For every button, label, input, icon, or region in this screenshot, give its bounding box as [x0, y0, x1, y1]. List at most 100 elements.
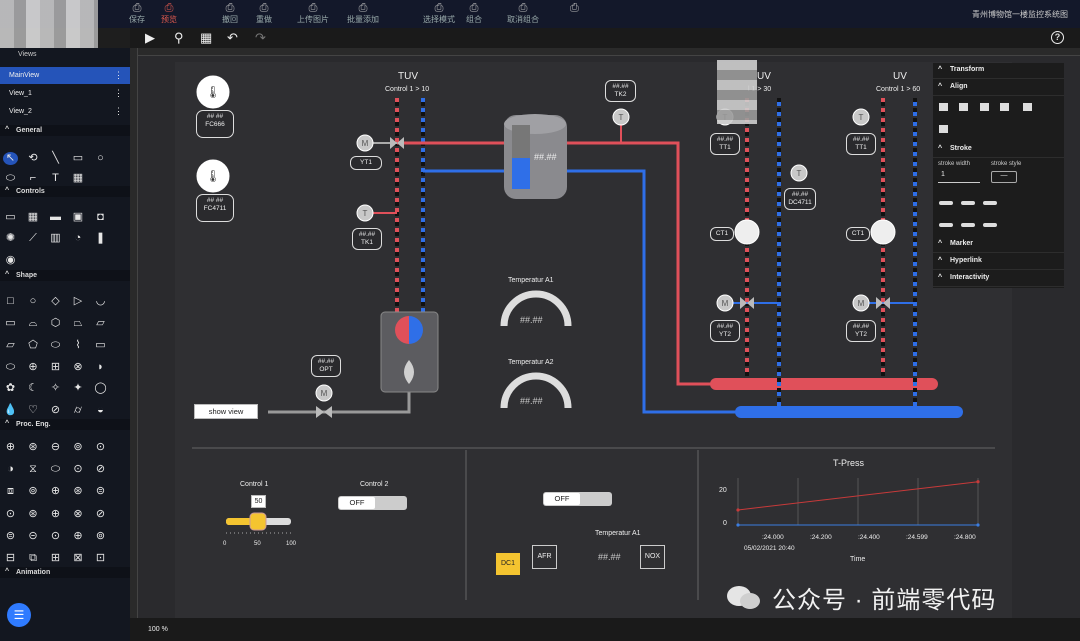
- toolbar-button-0[interactable]: ⎙保存: [129, 2, 145, 25]
- ct1-fan-icon[interactable]: [870, 219, 896, 245]
- shape-tool-icon[interactable]: ⊘: [50, 404, 61, 416]
- yt2-tag[interactable]: ##.##YT2: [710, 320, 740, 342]
- view-item-view1[interactable]: View_1⋮: [0, 85, 130, 102]
- shape-tool-icon[interactable]: ⊛: [28, 508, 38, 520]
- help-icon[interactable]: ?: [1051, 31, 1064, 44]
- shape-tool-icon[interactable]: ⊗: [73, 508, 83, 520]
- align-icon[interactable]: [959, 103, 968, 111]
- dc1-button[interactable]: DC1: [496, 553, 520, 575]
- shape-tool-icon[interactable]: ✦: [73, 382, 83, 394]
- stroke-cap-icon[interactable]: [961, 223, 975, 227]
- more-icon[interactable]: ⋮: [114, 88, 123, 98]
- shape-tool-icon[interactable]: ⌭: [74, 404, 82, 416]
- shape-tool-icon[interactable]: ◔: [74, 232, 82, 244]
- stroke-cap-icon[interactable]: [983, 223, 997, 227]
- shape-tool-icon[interactable]: ⬡: [50, 317, 61, 329]
- shape-tool-icon[interactable]: ▭: [95, 339, 106, 351]
- shape-tool-icon[interactable]: ⏥: [96, 317, 105, 329]
- shape-tool-icon[interactable]: ◉: [5, 254, 16, 266]
- ct1-tag[interactable]: CT1: [710, 227, 734, 241]
- stroke-cap-icon[interactable]: [983, 201, 997, 205]
- toolbar-button-5[interactable]: ⎙批量添加: [347, 2, 379, 25]
- align-icon[interactable]: [980, 103, 989, 111]
- shape-tool-icon[interactable]: ◘: [97, 211, 104, 223]
- shape-tool-icon[interactable]: ⬠: [28, 339, 38, 351]
- shape-tool-icon[interactable]: ⌇: [75, 339, 81, 351]
- shape-tool-icon[interactable]: ⬭: [50, 463, 61, 475]
- shape-tool-icon[interactable]: ⧉: [29, 552, 37, 564]
- shape-tool-icon[interactable]: ⟋: [29, 232, 37, 244]
- shape-tool-icon[interactable]: ⧈: [7, 485, 14, 497]
- toolbar-button-2[interactable]: ⎙撤回: [222, 2, 238, 25]
- dc4711-tag[interactable]: ##.##DC4711: [784, 188, 816, 210]
- middle-toggle[interactable]: OFF: [543, 492, 612, 506]
- stroke-cap-icon[interactable]: [961, 201, 975, 205]
- shape-tool-icon[interactable]: ⊕: [73, 530, 83, 542]
- ct1-fan-icon[interactable]: [734, 219, 760, 245]
- control2-toggle[interactable]: OFF: [338, 496, 407, 510]
- shape-tool-icon[interactable]: ◑: [7, 463, 14, 475]
- shape-tool-icon[interactable]: ⊛: [73, 485, 83, 497]
- shape-tool-icon[interactable]: ♡: [28, 404, 38, 416]
- toolbar-button-4[interactable]: ⎙上传图片: [297, 2, 329, 25]
- tt1-tag[interactable]: ##.##TT1: [846, 133, 876, 155]
- shape-tool-icon[interactable]: ⬭: [5, 172, 16, 184]
- shape-tool-icon[interactable]: ⊙: [5, 508, 16, 520]
- shape-tool-icon[interactable]: ⌓: [28, 317, 38, 329]
- tk1-sensor-icon[interactable]: [356, 204, 374, 222]
- shape-tool-icon[interactable]: ⊙: [50, 530, 61, 542]
- shape-tool-icon[interactable]: ▣: [72, 211, 84, 223]
- section-animation[interactable]: ^Animation: [0, 567, 130, 578]
- shape-tool-icon[interactable]: ❚: [95, 232, 106, 244]
- shape-tool-icon[interactable]: ⊗: [73, 361, 83, 373]
- fc4711-icon[interactable]: [196, 159, 230, 193]
- tk2-tag[interactable]: ##.##TK2: [605, 80, 636, 102]
- redo-icon[interactable]: ↷: [255, 30, 266, 45]
- shape-tool-icon[interactable]: ⊚: [95, 530, 106, 542]
- tk1-tag[interactable]: ##.##TK1: [352, 228, 382, 250]
- play-icon[interactable]: ▶: [145, 30, 155, 45]
- nox-button[interactable]: NOX: [640, 545, 665, 569]
- shape-tool-icon[interactable]: ⊝: [28, 530, 38, 542]
- section-shape[interactable]: ^Shape: [0, 270, 130, 281]
- opt-motor-icon[interactable]: [315, 384, 333, 402]
- shape-tool-icon[interactable]: ⏢: [73, 317, 83, 329]
- section-controls[interactable]: ^Controls: [0, 186, 130, 197]
- shape-tool-icon[interactable]: ▦: [27, 211, 39, 223]
- fc666-tag[interactable]: ## ##FC666: [196, 110, 234, 138]
- toolbar-button-8[interactable]: ⎙取消组合: [507, 2, 539, 25]
- shape-tool-icon[interactable]: ▱: [6, 339, 15, 351]
- more-icon[interactable]: ⋮: [114, 106, 123, 116]
- shape-tool-icon[interactable]: ⊟: [5, 552, 16, 564]
- shape-tool-icon[interactable]: ◗: [97, 361, 104, 373]
- dc4711-sensor-icon[interactable]: [790, 164, 808, 182]
- shape-tool-icon[interactable]: ⊞: [50, 361, 61, 373]
- grid-icon[interactable]: ▦: [200, 30, 213, 45]
- panel-transform[interactable]: ^Transform: [933, 63, 1064, 79]
- stroke-cap-icon[interactable]: [939, 223, 953, 227]
- menu-fab-icon[interactable]: ☰: [7, 603, 31, 627]
- shape-tool-icon[interactable]: ⟲: [28, 152, 38, 164]
- shape-tool-icon[interactable]: ⊙: [95, 441, 106, 453]
- zoom-icon[interactable]: ⚲: [174, 30, 184, 45]
- yt1-tag[interactable]: YT1: [350, 156, 382, 170]
- shape-tool-icon[interactable]: ⧖: [29, 463, 37, 475]
- shape-tool-icon[interactable]: ⊜: [5, 530, 16, 542]
- view-item-mainview[interactable]: MainView⋮: [0, 67, 130, 84]
- align-icon[interactable]: [939, 103, 948, 111]
- shape-tool-icon[interactable]: ╲: [52, 152, 59, 164]
- shape-tool-icon[interactable]: ⬭: [5, 361, 16, 373]
- fc666-icon[interactable]: [196, 75, 230, 109]
- yt1-motor-icon[interactable]: [356, 134, 374, 152]
- shape-tool-icon[interactable]: ⊚: [73, 441, 83, 453]
- shape-tool-icon[interactable]: ☾: [28, 382, 38, 394]
- shape-tool-icon[interactable]: ⌐: [29, 172, 37, 184]
- tk2-sensor-icon[interactable]: [612, 108, 630, 126]
- shape-tool-icon[interactable]: ✿: [5, 382, 16, 394]
- toolbar-button-9[interactable]: ⎙: [570, 2, 579, 14]
- panel-marker[interactable]: ^Marker: [933, 237, 1064, 253]
- shape-tool-icon[interactable]: ⊚: [28, 485, 38, 497]
- shape-tool-icon[interactable]: ⊘: [95, 463, 106, 475]
- toolbar-button-1[interactable]: ⎙预览: [161, 2, 177, 25]
- zoom-level[interactable]: 100 %: [148, 626, 168, 633]
